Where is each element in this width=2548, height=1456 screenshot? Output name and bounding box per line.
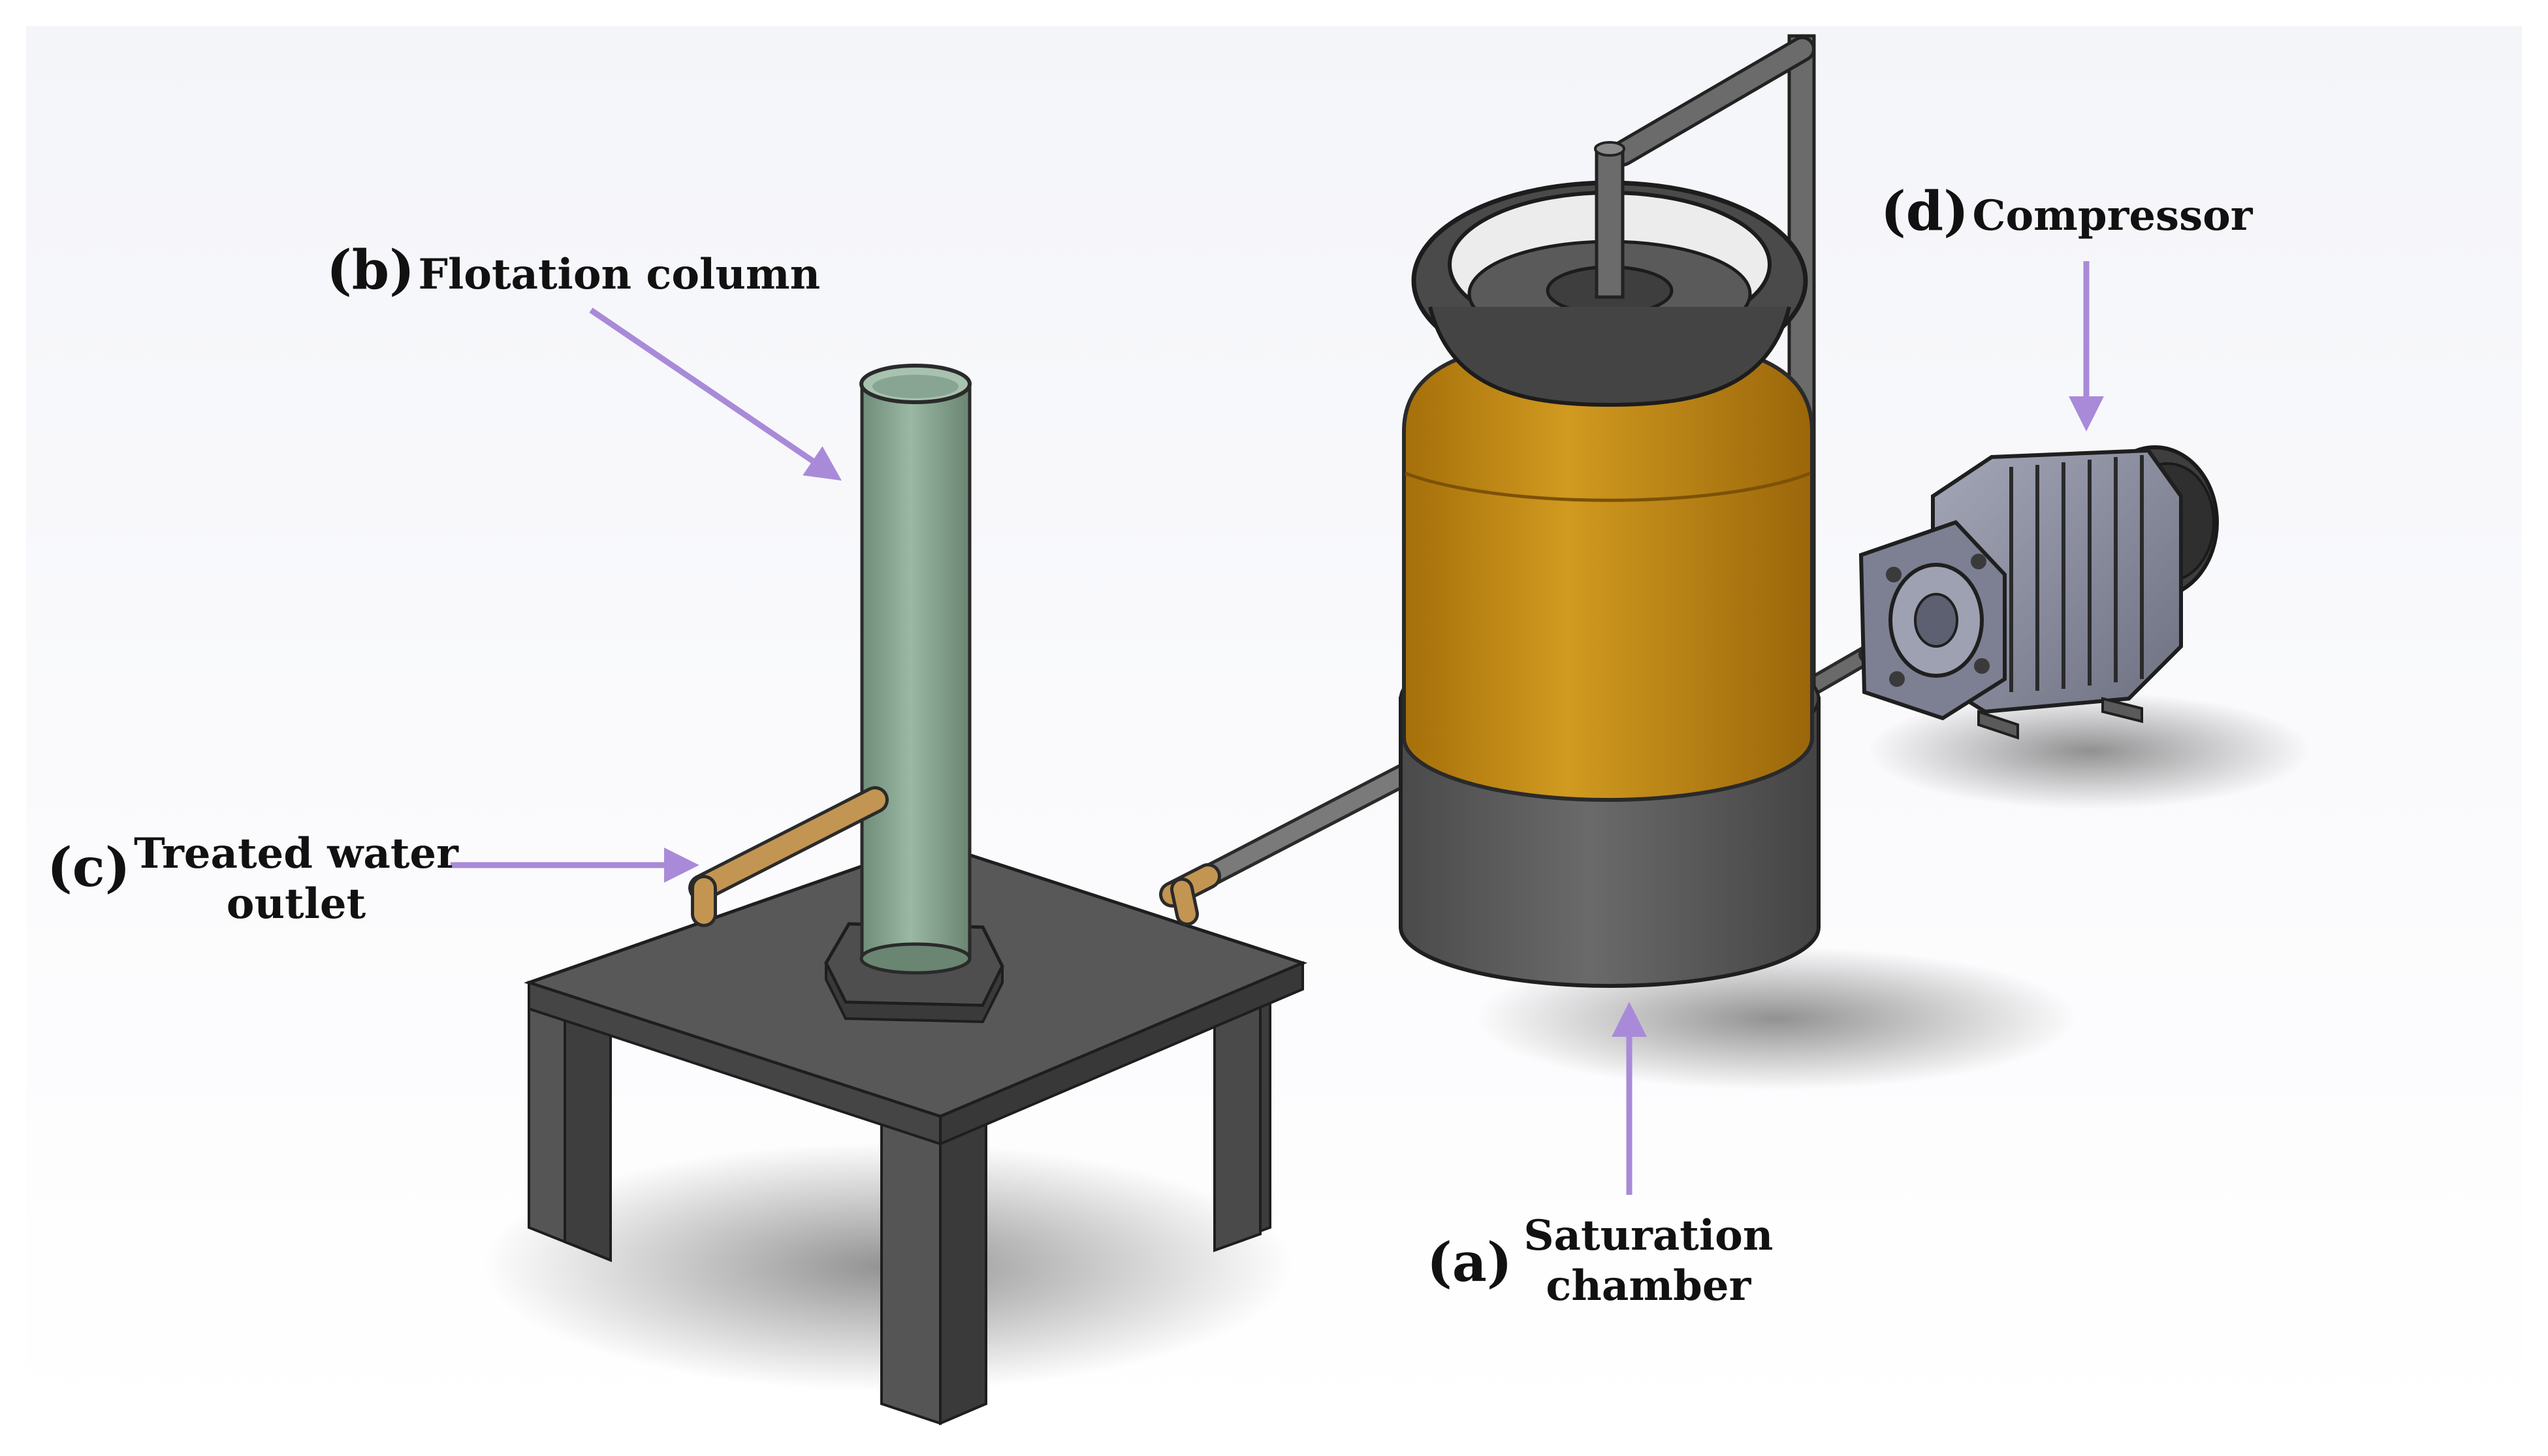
table-leg-front [880,1121,942,1425]
compressor-foot [2101,697,2143,723]
label-text-a-line2: chamber [1546,1261,1751,1310]
table-leg-front-left-side [564,993,612,1262]
callout-arrows [451,261,2104,1195]
treated-water-outlet-pipe [688,786,889,927]
label-tag-b: (b) [326,239,415,302]
label-compressor: (d) Compressor [1881,180,2253,244]
compressor-bolt [1974,658,1990,674]
label-text-c-line2: outlet [226,879,366,928]
label-tag-a: (a) [1427,1231,1512,1294]
column-tube [860,382,972,960]
label-flotation-column: (b) Flotation column [326,238,820,302]
table-leg-front-side [939,1120,987,1426]
column-base-edge [825,962,1004,1024]
chamber-collar [1428,306,1791,407]
label-tag-c: (c) [47,836,131,899]
connector-elbow [1173,881,1196,923]
label-text-c-line1: Treated water [134,829,458,878]
chamber-valve-stem-top [1594,141,1625,157]
compressor-port-inner [1914,593,1958,648]
arrow-flotation-column [589,308,842,481]
chamber-valve-stem [1595,145,1625,299]
compressor-bolt [1886,567,1902,582]
label-tag-d: (d) [1881,180,1969,243]
chamber-body [1402,337,1814,802]
flotation-column [824,364,1004,1024]
column-bottom-rim [859,942,972,975]
compressor-fins [2009,455,2144,692]
label-saturation-chamber: (a) Saturation chamber [1427,1211,1773,1312]
table-top-edge-side [939,960,1304,1147]
label-text-d: Compressor [1972,191,2253,240]
label-text-b: Flotation column [418,250,821,299]
label-text-a: Saturation chamber [1523,1211,1773,1312]
table-leg-right [1213,990,1262,1252]
chamber-frame-arm [1613,39,1812,163]
compressor-bolt [1971,554,1986,569]
label-text-c: Treated water outlet [134,829,458,930]
column-inner [872,375,959,398]
compressor-foot [1977,710,2019,740]
chamber-body-seam [1405,471,1811,502]
outlet-pipe-body [692,789,885,898]
label-text-a-line1: Saturation [1523,1211,1774,1260]
saturation-chamber [1399,34,1821,988]
compressor-bolt [1889,671,1905,687]
label-treated-water-outlet: (c) Treated water outlet [47,829,458,930]
compressor [1858,445,2219,740]
